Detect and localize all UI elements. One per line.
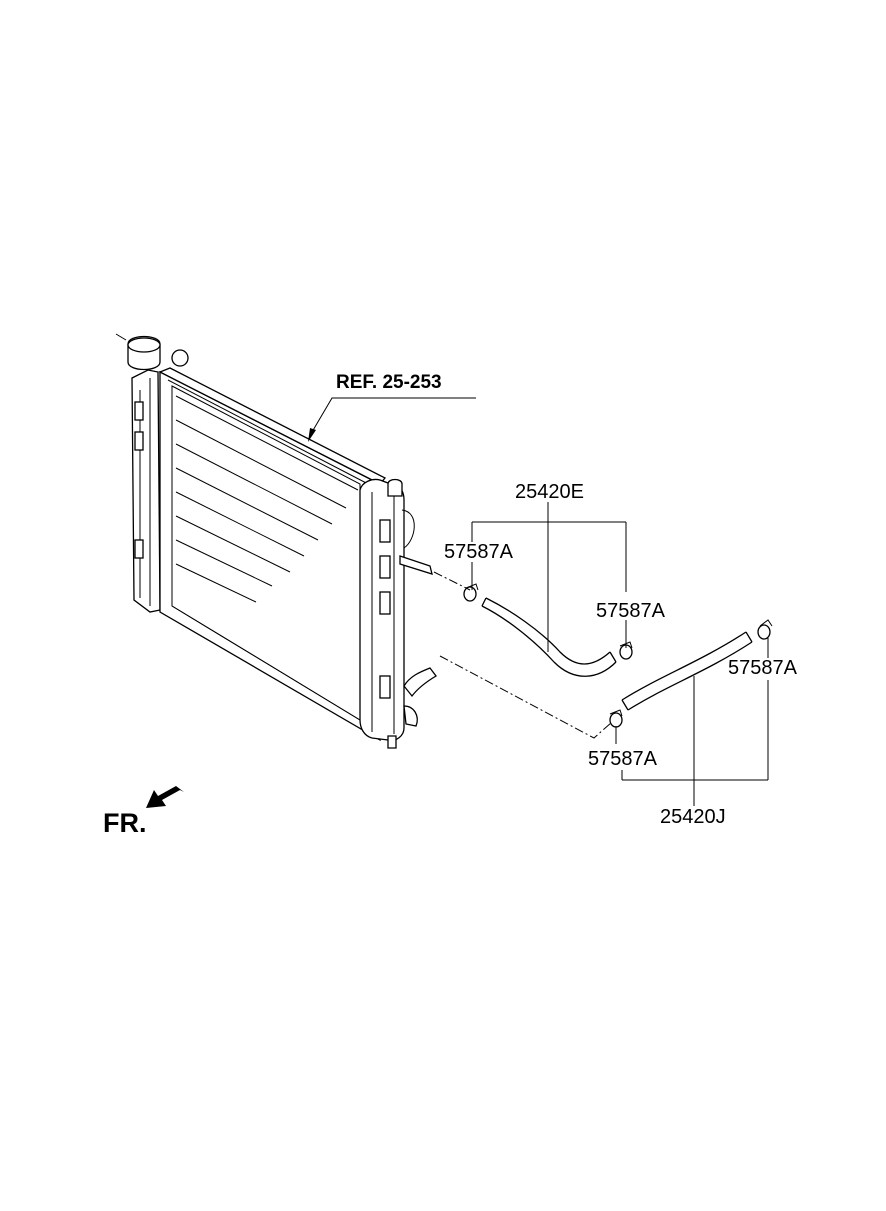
part-label-57587A-lower-left: 57587A	[588, 748, 658, 770]
clamp-upper-left	[463, 583, 479, 602]
leader-ref	[308, 397, 476, 442]
clamp-upper-right	[619, 641, 633, 660]
front-label: FR.	[103, 808, 147, 838]
leader-25420J	[615, 638, 769, 806]
part-label-57587A-lower-right: 57587A	[728, 657, 798, 679]
radiator	[115, 333, 437, 749]
ref-label: REF. 25-253	[336, 372, 442, 393]
part-label-57587A-upper-right: 57587A	[596, 600, 666, 622]
clamp-lower-left	[609, 709, 623, 728]
leader-25420E	[471, 502, 627, 652]
clamp-lower-right	[757, 619, 773, 640]
front-arrow-icon	[146, 786, 184, 808]
connection-line-upper	[433, 571, 471, 591]
hose-25420E	[481, 597, 617, 677]
part-label-25420J: 25420J	[660, 806, 726, 828]
part-label-25420E: 25420E	[515, 481, 584, 503]
part-label-57587A-upper-left: 57587A	[444, 541, 514, 563]
connection-line-lower	[439, 655, 613, 739]
hose-25420J	[621, 631, 753, 711]
